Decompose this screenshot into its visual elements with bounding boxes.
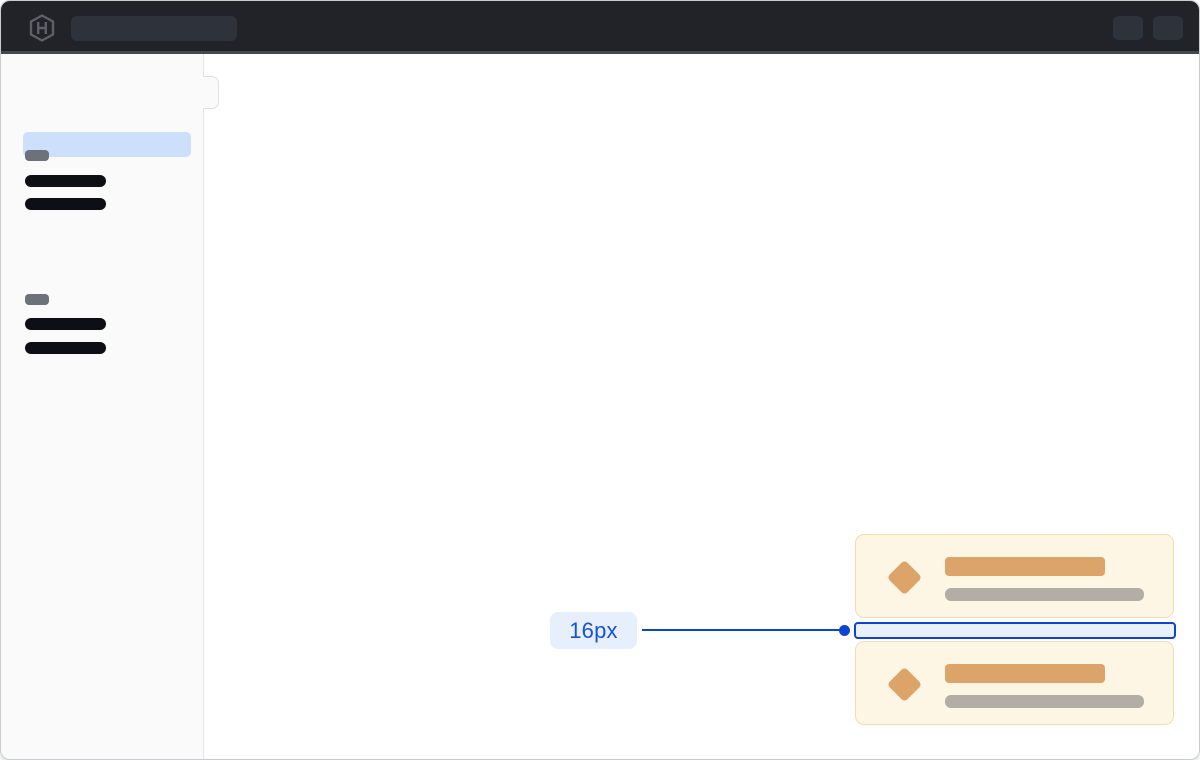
gap-highlight-box	[854, 622, 1176, 639]
card-text-skeleton	[945, 588, 1144, 601]
spacing-demo-card-2	[855, 641, 1174, 725]
navbar-action-skeleton-1[interactable]	[1113, 16, 1143, 40]
sidebar-link-skeleton-2[interactable]	[25, 198, 106, 210]
card-title-skeleton	[945, 557, 1105, 576]
diamond-icon	[886, 666, 923, 703]
sidebar-link-skeleton-3[interactable]	[25, 318, 106, 330]
sidebar-section-label-skeleton-2	[25, 294, 49, 305]
measurement-badge: 16px	[550, 612, 637, 649]
sidebar-section-label-skeleton-1	[25, 150, 49, 161]
diamond-icon	[886, 559, 923, 596]
sidebar-toggle-button[interactable]	[203, 76, 219, 109]
measurement-line	[642, 629, 844, 631]
card-text-skeleton	[945, 695, 1144, 708]
sidebar-link-skeleton-1[interactable]	[25, 175, 106, 187]
sidebar-active-item-skeleton[interactable]	[23, 132, 191, 157]
spacing-demo-card-1	[855, 534, 1174, 618]
card-title-skeleton	[945, 664, 1105, 683]
side-nav	[1, 54, 204, 759]
top-navbar	[1, 1, 1199, 54]
navbar-action-skeleton-2[interactable]	[1153, 16, 1183, 40]
navbar-search-skeleton[interactable]	[71, 16, 237, 41]
measurement-dot	[839, 625, 850, 636]
hashicorp-logo-icon	[29, 14, 55, 42]
sidebar-link-skeleton-4[interactable]	[25, 342, 106, 354]
